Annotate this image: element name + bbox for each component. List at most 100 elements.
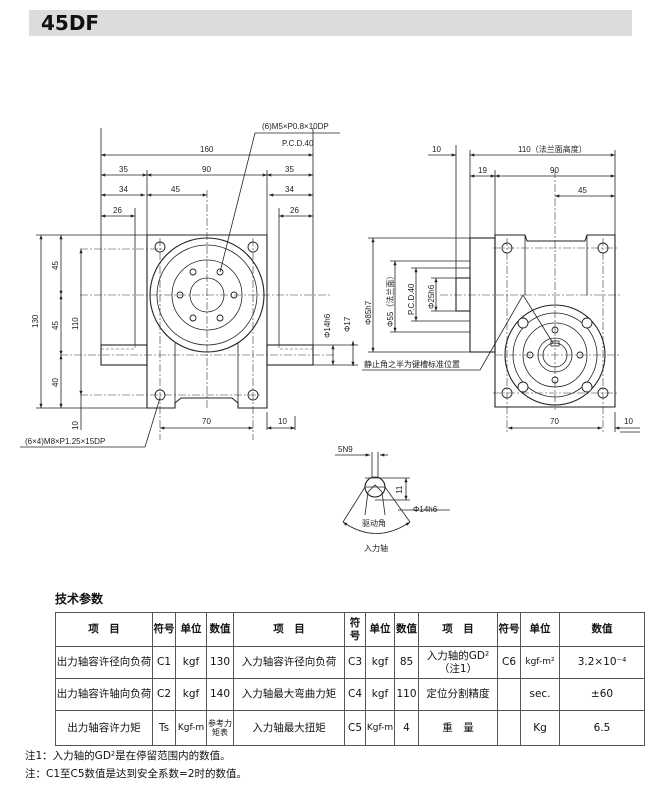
table-cell: 140	[206, 678, 234, 711]
dim-70: 70	[550, 417, 559, 426]
table-cell: C3	[344, 646, 366, 679]
table-cell: 入力轴最大弯曲力矩	[233, 678, 345, 711]
table-cell	[497, 710, 521, 746]
table-cell: 出力轴容许径向负荷	[55, 646, 153, 679]
model-title: 45DF	[41, 11, 100, 35]
table-cell: Kgf-m	[365, 710, 395, 746]
dim-45: 45	[578, 186, 587, 195]
drive-angle-label: 驱动角	[362, 518, 386, 528]
dim-110-flange-height: 110（法兰面高度）	[518, 144, 587, 154]
dim-45: 45	[51, 321, 60, 330]
column-header: 项 目	[233, 612, 345, 647]
table-cell: kgf	[175, 646, 207, 679]
table-row: 出力轴容许力矩 Ts Kgf-m 参考力矩表 入力轴最大扭矩 C5 Kgf-m …	[55, 710, 645, 746]
dim-phi85h7: Φ85h7	[364, 300, 373, 325]
column-header: 单位	[175, 612, 207, 647]
table-cell: 定位分割精度	[418, 678, 498, 711]
dim-phi17: Φ17	[343, 316, 352, 332]
table-header-row: 项 目 符号 单位 数值 项 目 符号 单位 数值 项 目 符号 单位 数值	[55, 612, 645, 647]
column-header: 符号	[344, 612, 366, 647]
column-header: 符号	[497, 612, 521, 647]
dim-70: 70	[202, 417, 211, 426]
dim-phi55: Φ55（法兰面）	[385, 272, 395, 327]
dimension-drawing: (6)M5×P0.8×10DP P.C.D.40 160 35 90 35 34…	[20, 122, 640, 553]
dim-90: 90	[550, 166, 559, 175]
table-cell: C5	[344, 710, 366, 746]
column-header: 项 目	[55, 612, 153, 647]
dim-130: 130	[31, 314, 40, 328]
table-cell: C2	[152, 678, 176, 711]
tap-bottom-label: (6×4)M8×P1.25×15DP	[25, 437, 105, 446]
input-shaft-label: 入力轴	[364, 543, 388, 553]
dim-phi14h6: Φ14h6	[413, 505, 438, 514]
table-cell: Kg	[520, 710, 560, 746]
table-cell: 出力轴容许轴向负荷	[55, 678, 153, 711]
keyway-note: 静止角之半为键槽标准位置	[364, 359, 460, 369]
table-cell: 出力轴容许力矩	[55, 710, 153, 746]
dim-40: 40	[51, 378, 60, 387]
dim-pcd40: P.C.D.40	[407, 283, 416, 315]
table-row: 出力轴容许轴向负荷 C2 kgf 140 入力轴最大弯曲力矩 C4 kgf 11…	[55, 678, 645, 711]
dim-35: 35	[119, 165, 128, 174]
table-cell: kgf	[365, 646, 395, 679]
table-cell: 3.2×10⁻⁴	[559, 646, 645, 679]
table-row: 出力轴容许径向负荷 C1 kgf 130 入力轴容许径向负荷 C3 kgf 85…	[55, 646, 645, 679]
table-cell: 110	[394, 678, 419, 711]
dim-10: 10	[432, 145, 441, 154]
table-cell: kgf-m²	[520, 646, 560, 679]
spec-table: 项 目 符号 单位 数值 项 目 符号 单位 数值 项 目 符号 单位 数值 出…	[55, 612, 645, 746]
column-header: 符号	[152, 612, 176, 647]
column-header: 数值	[394, 612, 419, 647]
pcd-label: P.C.D.40	[282, 139, 314, 148]
column-header: 数值	[559, 612, 645, 647]
column-header: 单位	[365, 612, 395, 647]
table-cell: Kgf-m	[175, 710, 207, 746]
table-cell: 130	[206, 646, 234, 679]
spec-section-title: 技术参数	[55, 592, 104, 606]
column-header: 数值	[206, 612, 234, 647]
table-cell	[497, 678, 521, 711]
dim-phi25h6: Φ25h6	[427, 284, 436, 309]
table-cell: 参考力矩表	[206, 710, 234, 746]
table-cell: 重 量	[418, 710, 498, 746]
dim-35: 35	[285, 165, 294, 174]
dim-90: 90	[202, 165, 211, 174]
column-header: 项 目	[418, 612, 498, 647]
table-cell: kgf	[365, 678, 395, 711]
dim-10: 10	[278, 417, 287, 426]
table-cell: Ts	[152, 710, 176, 746]
dim-45: 45	[51, 261, 60, 270]
table-cell: 6.5	[559, 710, 645, 746]
dim-10: 10	[71, 421, 80, 430]
dim-26: 26	[113, 206, 122, 215]
front-view: (6)M5×P0.8×10DP P.C.D.40 160 35 90 35 34…	[20, 122, 358, 448]
note-1: 注1：入力轴的GD²是在停留范围内的数值。	[25, 750, 231, 762]
table-cell: sec.	[520, 678, 560, 711]
table-cell: 85	[394, 646, 419, 679]
dim-19: 19	[478, 166, 487, 175]
dim-160: 160	[200, 145, 214, 154]
table-cell: C4	[344, 678, 366, 711]
dim-26: 26	[290, 206, 299, 215]
table-cell: C1	[152, 646, 176, 679]
dim-34: 34	[119, 185, 128, 194]
table-cell: kgf	[175, 678, 207, 711]
table-cell: 入力轴容许径向负荷	[233, 646, 345, 679]
tap-top-label: (6)M5×P0.8×10DP	[262, 122, 329, 131]
keyway-5n9: 5N9	[338, 445, 353, 454]
table-cell: 入力轴最大扭矩	[233, 710, 345, 746]
keyway-detail: 5N9 11 Φ14h6 驱动角 入力轴	[335, 445, 450, 553]
table-cell: C6	[497, 646, 521, 679]
dim-34: 34	[285, 185, 294, 194]
note-2: 注：C1至C5数值是达到安全系数=2时的数值。	[25, 768, 248, 780]
column-header: 单位	[520, 612, 560, 647]
table-cell: 入力轴的GD²（注1）	[418, 646, 498, 679]
dim-phi14h6: Φ14h6	[323, 313, 332, 338]
dim-110: 110	[71, 317, 80, 330]
dim-45: 45	[171, 185, 180, 194]
table-cell: ±60	[559, 678, 645, 711]
side-view: 10 110（法兰面高度） 19 90 45 Φ85h7 Φ55（法兰面） P.…	[362, 144, 640, 433]
table-cell: 4	[394, 710, 419, 746]
dim-11: 11	[395, 485, 404, 494]
model-header: 45DF	[29, 10, 632, 36]
